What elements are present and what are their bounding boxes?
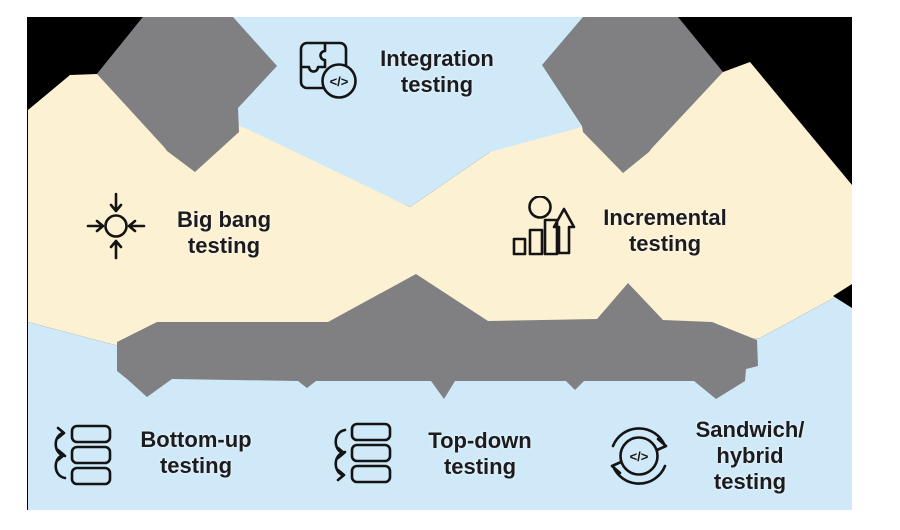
- integration-testing-label: Integration testing: [380, 46, 494, 97]
- converging-arrows-icon: [86, 192, 146, 260]
- stack-arrows-up-icon: [48, 424, 112, 486]
- arrow-to-bottom-methods: [117, 274, 758, 399]
- code-glyph: </>: [330, 74, 349, 89]
- cycle-code-icon: </>: [606, 422, 672, 488]
- incremental-testing-label: Incremental testing: [603, 205, 727, 256]
- stack-arrows-down-icon: [328, 422, 392, 484]
- growth-bars-arrow-icon: [512, 196, 576, 256]
- sandwich-hybrid-testing-label: Sandwich/ hybrid testing: [695, 417, 805, 494]
- code-glyph: </>: [630, 449, 649, 464]
- puzzle-code-icon: </>: [298, 40, 362, 104]
- big-bang-testing-label: Big bang testing: [176, 207, 272, 258]
- bottom-region: [28, 288, 852, 510]
- bottom-up-testing-label: Bottom-up testing: [140, 427, 252, 478]
- arrow-to-incremental: [542, 17, 723, 173]
- right-edge-notch: [833, 284, 852, 308]
- top-down-testing-label: Top-down testing: [428, 428, 532, 479]
- arrow-to-big-bang: [97, 17, 277, 172]
